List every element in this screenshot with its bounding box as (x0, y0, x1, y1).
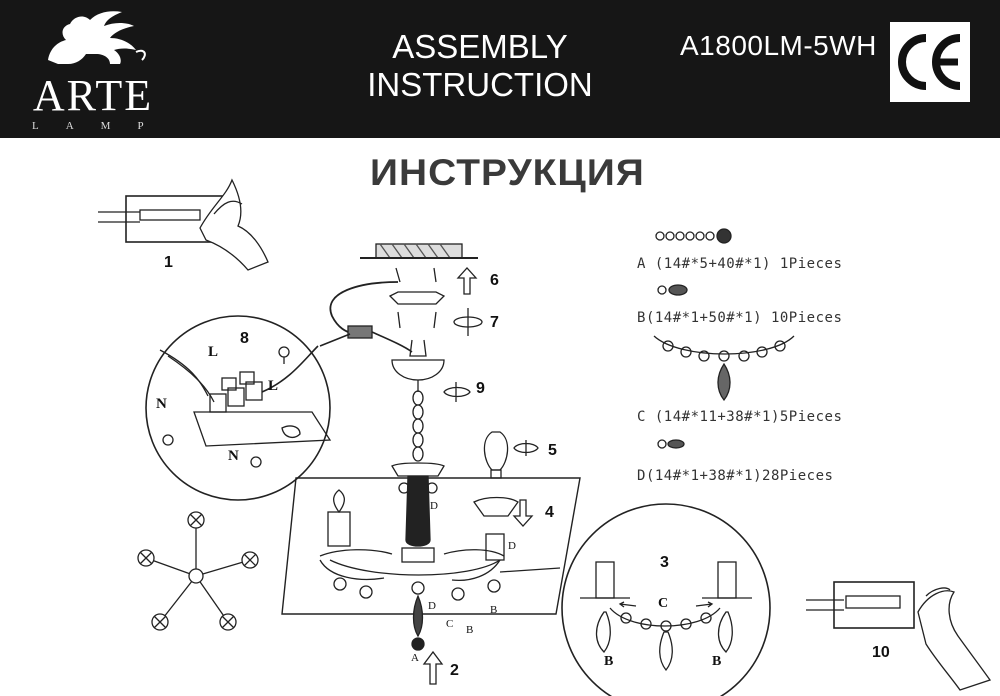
step-9-number: 9 (476, 380, 485, 397)
step-1-number: 1 (164, 254, 173, 271)
callout-a: A (411, 652, 419, 664)
part-a-letter: A (637, 256, 646, 272)
part-d-letter: D (637, 468, 646, 484)
callout-d-3: D (428, 600, 436, 612)
griffin-logo-icon (48, 11, 146, 64)
part-a-spec: (14#*5+40#*1) 1Pieces (654, 256, 843, 272)
part-c-spec: (14#*11+38#*1)5Pieces (654, 409, 843, 425)
breaker-off-illustration (98, 178, 269, 271)
callout-b-3: B (604, 654, 614, 669)
part-b-spec: (14#*1+50#*1) 10Pieces (645, 310, 843, 326)
live-label-right: L (268, 378, 279, 394)
callout-b-1: B (466, 624, 474, 636)
step-10-number: 10 (872, 644, 890, 661)
title-line-1: ASSEMBLY (392, 28, 568, 65)
neutral-label-bottom: N (228, 448, 239, 464)
brand-sub: LAMP (32, 120, 171, 132)
callout-b-4: B (712, 654, 722, 669)
callout-c-1: C (446, 618, 454, 630)
title-line-2: INSTRUCTION (367, 66, 593, 103)
part-d-spec: (14#*1+38#*1)28Pieces (645, 468, 834, 484)
page-title: ASSEMBLY INSTRUCTION (360, 28, 600, 104)
bulb-layout-diagram (137, 511, 259, 631)
part-b-row: B(14#*1+50#*1) 10Pieces (637, 310, 842, 326)
part-c-letter: C (637, 409, 646, 425)
part-d-row: D(14#*1+38#*1)28Pieces (637, 468, 833, 484)
ce-mark-icon (898, 34, 961, 90)
brand-logo: ARTE LAMP (30, 8, 160, 134)
live-label-top: L (208, 344, 219, 360)
step-2-number: 2 (450, 662, 459, 679)
step-4-number: 4 (545, 504, 554, 521)
detail-frame (281, 477, 581, 615)
header-bar: ARTE LAMP ASSEMBLY INSTRUCTION A1800LM-5… (0, 0, 1000, 138)
breaker-on-illustration (806, 581, 992, 691)
part-b-letter: B (637, 310, 646, 326)
callout-b-2: B (490, 604, 498, 616)
chandelier-illustration (319, 462, 519, 651)
model-number: A1800LM-5WH (680, 30, 877, 61)
callout-d-1: D (430, 500, 438, 512)
step-6-number: 6 (490, 272, 499, 289)
part-c-row: C (14#*11+38#*1)5Pieces (637, 409, 842, 425)
russian-title: ИНСТРУКЦИЯ (370, 152, 645, 193)
step-8-number: 8 (240, 330, 249, 347)
wiring-detail (145, 315, 332, 501)
brand-name: ARTE (32, 71, 154, 120)
ceiling-mount (360, 243, 478, 329)
neutral-label-left: N (156, 396, 167, 412)
step-5-number: 5 (548, 442, 557, 459)
callout-d-2: D (508, 540, 516, 552)
callout-c-2: C (658, 596, 669, 611)
ce-mark (890, 22, 970, 102)
canopy-chain (391, 339, 445, 462)
part-a-row: A (14#*5+40#*1) 1Pieces (637, 256, 842, 272)
step-3-number: 3 (660, 554, 669, 571)
pendant-detail (499, 503, 771, 696)
parts-illustrations (653, 228, 795, 449)
step-7-number: 7 (490, 314, 499, 331)
